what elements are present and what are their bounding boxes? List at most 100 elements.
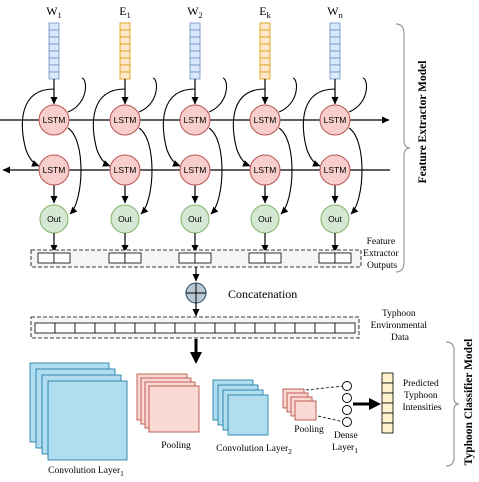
vector-cell [329,29,341,38]
feature-output-cell [334,252,352,264]
environmental-data-cell [234,322,256,334]
input-to-backward-curve [21,88,55,167]
pooled-map [294,400,317,421]
backward-lstm-label: LSTM [254,165,277,175]
feature-output-cell [264,252,282,264]
concatenation-label: Concatenation [228,287,297,301]
concatenation-icon [185,282,207,304]
pool-to-dense-line-top [305,385,345,391]
prediction-cell [381,382,394,394]
input-vector [48,22,60,80]
vector-cell [189,57,201,66]
forward-lstm-cell [179,104,211,136]
prediction-cell [381,372,394,384]
pooling-2-label: Pooling [294,425,324,435]
input-label: W1 [46,4,62,20]
environmental-data-cell [94,322,116,334]
convolution-layer-1 [29,362,128,461]
forward-lstm-label: LSTM [43,115,66,125]
vector-cell [329,36,341,45]
environmental-data-cell [274,322,296,334]
vector-cell [119,36,131,45]
out-label: Out [328,214,342,224]
vector-cell [48,36,60,45]
dense-layer-label: Dense Layer1 [332,431,360,455]
pool-to-dense-line-bottom [317,415,345,423]
input-to-backward-curve [232,88,266,167]
environmental-data-cell [194,322,216,334]
backward-lstm-cell [319,154,351,186]
environmental-data-cell [34,322,56,334]
feature-output-cell [248,252,266,264]
forward-lstm-cell [109,104,141,136]
dense-neuron [342,393,352,403]
vector-cell [329,22,341,31]
input-vector [189,22,201,80]
vector-cell [329,71,341,80]
backward-lstm-label: LSTM [114,165,137,175]
feature-output-cell [108,252,126,264]
vector-cell [259,29,271,38]
environmental-data-cell [294,322,316,334]
vector-cell [329,57,341,66]
dense-to-output-arrowhead [369,398,381,410]
predicted-output-vector [381,372,394,434]
input-to-backward-curve [92,88,126,167]
backward-lstm-cell [249,154,281,186]
environmental-data-label: Typhoon Environmental Data [371,309,430,343]
environmental-data-cell [214,322,236,334]
vector-cell [48,57,60,66]
dense-neuron [342,417,352,427]
out-label: Out [47,214,61,224]
feature-output-cell [194,252,212,264]
input-to-backward-curve [162,88,196,167]
vector-cell [48,43,60,52]
environmental-data-cell [74,322,96,334]
feature-map [227,394,269,436]
forward-to-out-curve [349,77,368,214]
backward-lstm-label: LSTM [184,165,207,175]
vector-cell [259,57,271,66]
environmental-data-cell [154,322,176,334]
feature-extractor-bracket [395,23,411,273]
dense-neuron [342,381,352,391]
vector-cell [119,57,131,66]
feature-output-cell [178,252,196,264]
forward-to-out-curve [209,77,228,214]
environmental-data-cells [34,322,356,334]
forward-to-out-curve [139,77,158,214]
prediction-cell [381,412,394,424]
vector-cell [259,22,271,31]
dense-layer-1 [342,381,352,427]
pooling-layer-2 [282,388,317,421]
forward-lstm-label: LSTM [324,115,347,125]
vector-cell [119,43,131,52]
backward-lstm-label: LSTM [43,165,66,175]
convolution-layer-1-label: Convolution Layer1 [48,466,124,478]
environmental-data-cell [134,322,156,334]
out-label: Out [118,214,132,224]
vector-cell [48,22,60,31]
vector-cell [119,64,131,73]
vector-cell [189,29,201,38]
feature-output-cell [53,252,71,264]
forward-lstm-cell [38,104,70,136]
vector-cell [189,43,201,52]
input-label: E1 [119,4,131,20]
forward-lstm-cell [249,104,281,136]
environmental-data-cell [54,322,76,334]
convolution-layer-2 [212,379,269,436]
input-label: Wn [327,4,343,20]
predicted-intensities-label: Predicted Typhoon Intensities [402,379,441,413]
out-label: Out [188,214,202,224]
vector-cell [189,50,201,59]
out-label: Out [258,214,272,224]
vector-cell [48,64,60,73]
backward-lstm-cell [179,154,211,186]
feature-extractor-model-label: Feature Extractor Model [417,61,429,184]
vector-cell [48,29,60,38]
